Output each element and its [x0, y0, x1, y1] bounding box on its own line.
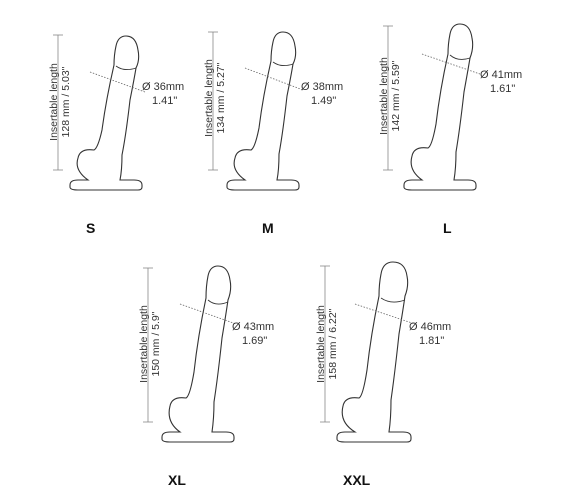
product-outline-m [208, 31, 304, 191]
size-name: L [443, 220, 452, 236]
diameter-label: Ø 46mm 1.81" [409, 321, 452, 347]
size-name: XXL [343, 472, 371, 488]
insertable-length-label: Insertable length 128 mm / 5.03" [48, 63, 72, 141]
size-card-xl: Insertable length 150 mm / 5.9" Ø 43mm 1… [118, 262, 298, 502]
size-name: M [262, 220, 274, 236]
diameter-label: Ø 38mm 1.49" [301, 81, 344, 107]
size-card-xxl: Insertable length 158 mm / 6.22" Ø 46mm … [295, 260, 475, 500]
product-outline-xxl [320, 261, 416, 443]
size-name: S [86, 220, 96, 236]
insertable-length-label: Insertable length 150 mm / 5.9" [138, 305, 162, 383]
insertable-length-label: Insertable length 142 mm / 5.59" [378, 57, 402, 135]
product-outline-l [383, 23, 481, 191]
diameter-label: Ø 36mm 1.41" [142, 81, 185, 107]
insertable-length-label: Insertable length 158 mm / 6.22" [315, 305, 339, 383]
size-card-m: Insertable length 134 mm / 5.27" Ø 38mm … [203, 28, 385, 268]
diameter-label: Ø 43mm 1.69" [232, 321, 275, 347]
diameter-label: Ø 41mm 1.61" [480, 69, 523, 95]
product-outline-s [53, 34, 146, 191]
size-card-s: Insertable length 128 mm / 5.03" Ø 36mm … [48, 30, 230, 270]
product-outline-xl [143, 265, 237, 443]
size-name: XL [168, 472, 186, 488]
size-card-l: Insertable length 142 mm / 5.59" Ø 41mm … [378, 22, 560, 262]
insertable-length-label: Insertable length 134 mm / 5.27" [203, 59, 227, 137]
